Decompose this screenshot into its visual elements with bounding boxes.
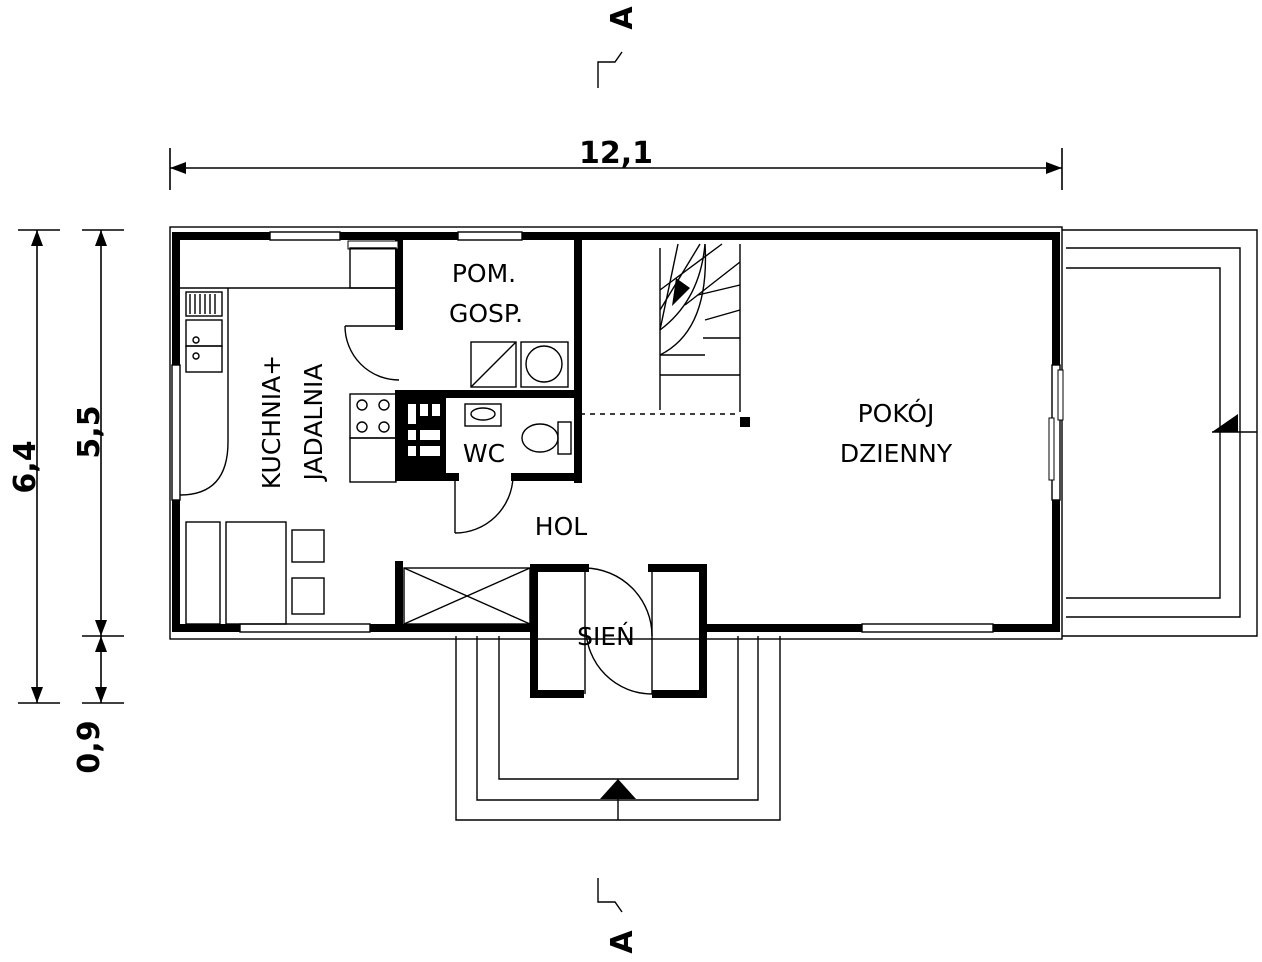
doors <box>344 325 653 695</box>
section-label-bottom: A <box>605 930 640 954</box>
room-label-wc: WC <box>463 439 505 468</box>
dimension-height-total: 6,4 <box>8 229 60 704</box>
dimension-height-main: 5,5 <box>72 229 124 637</box>
dimension-porch: 0,9 <box>72 636 124 774</box>
room-label-sien: SIEŃ <box>577 622 635 651</box>
room-label-hol: HOL <box>535 512 587 541</box>
dimension-width-label: 12,1 <box>579 136 653 171</box>
windows <box>171 231 1064 633</box>
walls <box>172 232 1060 698</box>
dimension-height-main-label: 5,5 <box>72 405 107 458</box>
room-label-pokoj-line2: DZIENNY <box>840 439 953 468</box>
section-marker-top: A <box>597 6 640 88</box>
room-label-pokoj-line1: POKÓJ <box>858 398 935 428</box>
kitchen-furniture <box>179 247 397 625</box>
section-marker-bottom: A <box>597 878 640 954</box>
wardrobe <box>403 567 531 625</box>
outer-outline <box>169 226 1063 640</box>
chimney <box>402 398 446 474</box>
room-label-pom-gosp-line2: GOSP. <box>449 299 523 328</box>
dimension-porch-label: 0,9 <box>72 720 107 773</box>
staircase <box>580 243 750 427</box>
terrace <box>1062 229 1258 637</box>
dimension-width: 12,1 <box>169 136 1063 190</box>
section-label-top: A <box>605 6 640 30</box>
porch-steps <box>455 636 781 821</box>
utility-appliances <box>470 341 569 388</box>
room-label-kuchnia-line1: KUCHNIA+ <box>257 355 286 489</box>
wc-fixtures <box>464 403 572 455</box>
room-labels: POM. GOSP. KUCHNIA+ JADALNIA WC HOL POKÓ… <box>257 259 953 651</box>
room-label-kuchnia-line2: JADALNIA <box>299 363 328 482</box>
dimension-height-total-label: 6,4 <box>8 440 43 493</box>
room-label-pom-gosp-line1: POM. <box>452 259 516 288</box>
